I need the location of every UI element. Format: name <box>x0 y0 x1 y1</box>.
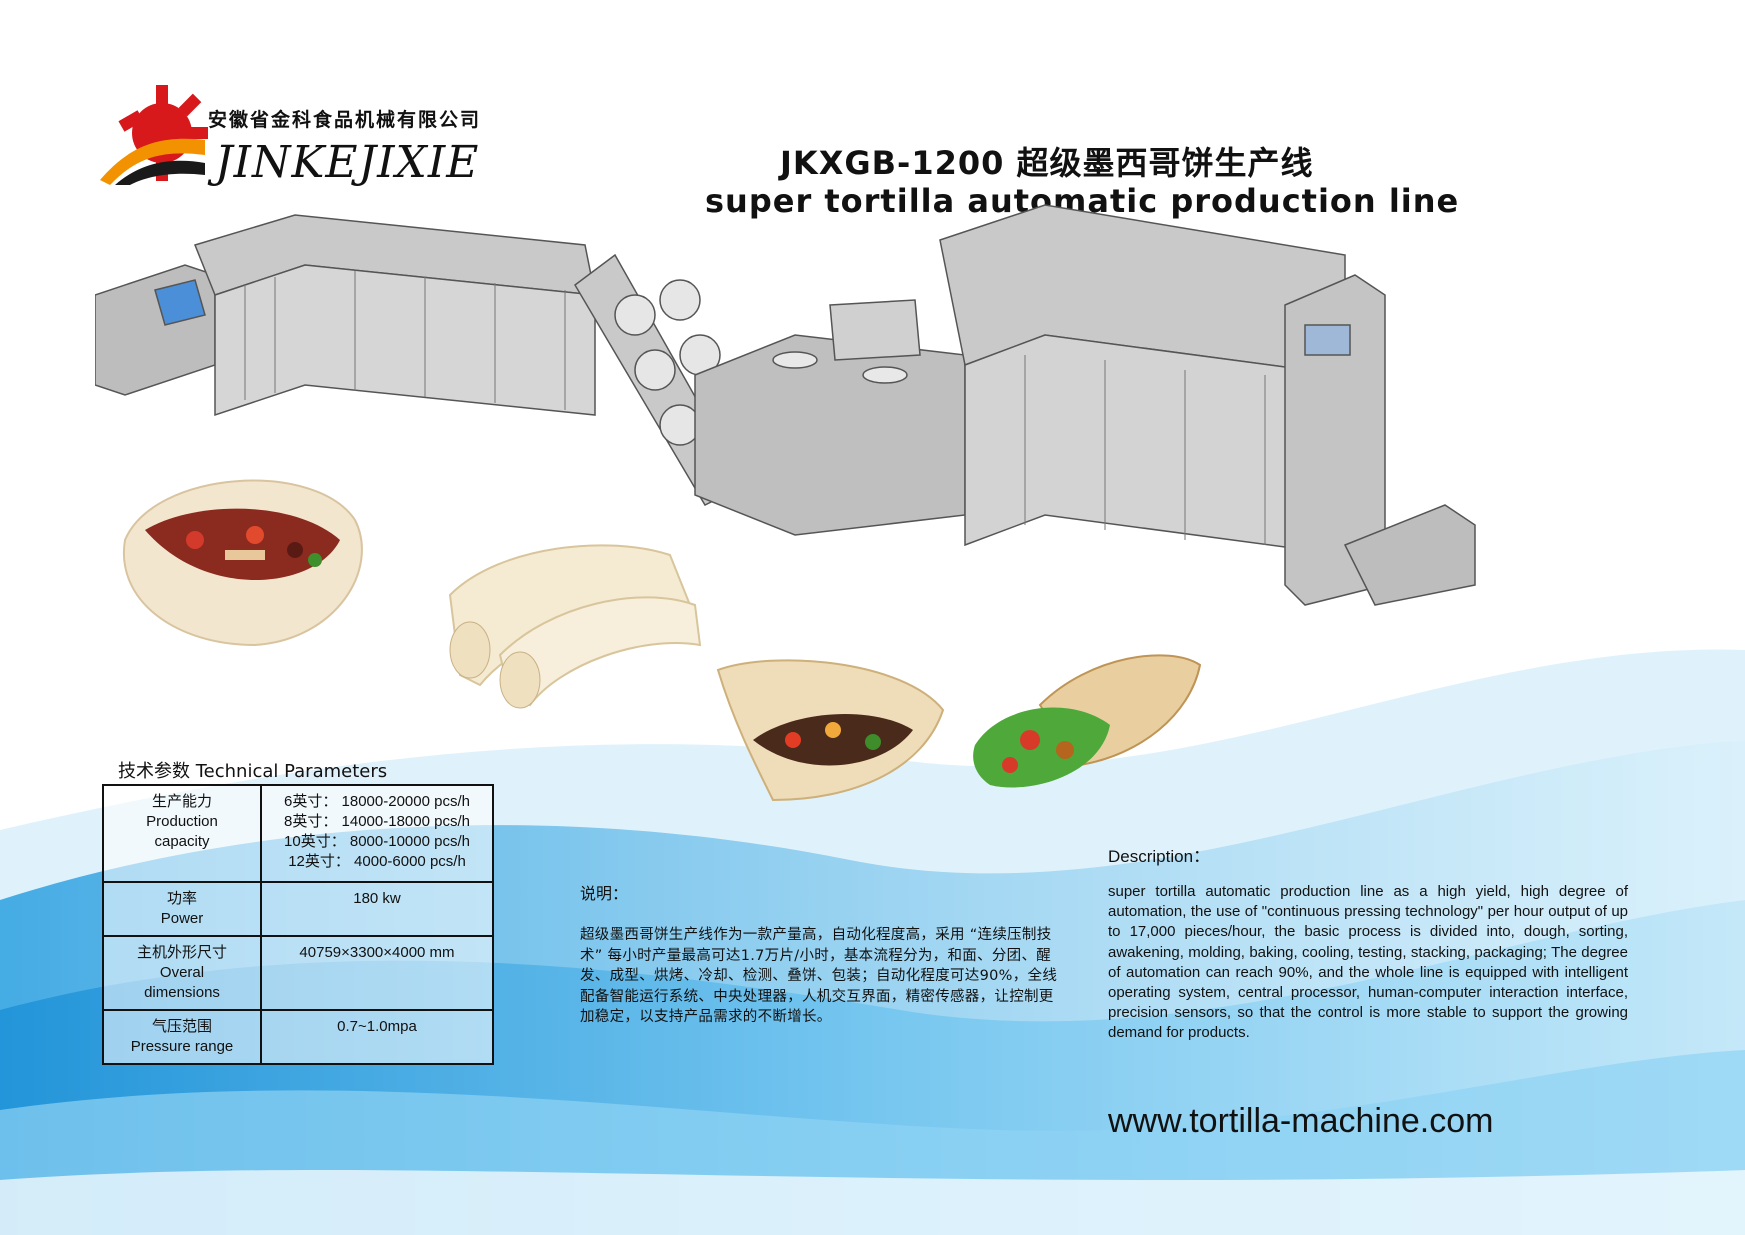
param-value: 0.7~1.0mpa <box>337 1018 417 1035</box>
param-value: 10英寸： 8000-10000 pcs/h <box>284 833 470 850</box>
param-value: 6英寸： 18000-20000 pcs/h <box>284 793 470 810</box>
param-value: 180 kw <box>353 890 401 907</box>
param-label-cn: 主机外形尺寸 <box>136 944 227 961</box>
table-row: 生产能力 Production capacity 6英寸： 18000-2000… <box>102 784 494 883</box>
company-name-cn: 安徽省金科食品机械有限公司 <box>208 109 482 131</box>
table-row: 气压范围 Pressure range 0.7~1.0mpa <box>102 1009 494 1065</box>
website-link[interactable]: www.tortilla-machine.com <box>1108 1102 1494 1140</box>
param-value: 12英寸： 4000-6000 pcs/h <box>288 853 466 870</box>
production-line-illustration <box>95 204 1476 606</box>
description-cn-heading: 说明： <box>580 884 629 903</box>
param-label-cn: 功率 <box>166 890 197 907</box>
rolled-tortilla-photo <box>448 544 702 709</box>
shawarma-photo <box>973 654 1202 788</box>
table-row: 功率 Power 180 kw <box>102 881 494 937</box>
description-cn-text: 超级墨西哥饼生产线作为一款产量高，自动化程度高，采用 “连续压制技术” 每小时产… <box>580 927 1058 1025</box>
wrap-photo <box>716 659 945 802</box>
param-label-en: Pressure range <box>130 1038 234 1055</box>
param-label-cn: 气压范围 <box>151 1018 212 1035</box>
param-label-cn: 生产能力 <box>151 793 212 810</box>
param-label-en: Production capacity <box>146 813 218 850</box>
description-en-heading: Description： <box>1108 847 1211 866</box>
param-label-en: Power <box>160 910 204 927</box>
table-row: 主机外形尺寸 Overal dimensions 40759×3300×4000… <box>102 935 494 1011</box>
taco-photo <box>122 479 363 647</box>
parameters-heading: 技术参数 Technical Parameters <box>118 761 388 782</box>
company-name-en: JINKEJIXIE <box>215 137 480 188</box>
parameters-table: 生产能力 Production capacity 6英寸： 18000-2000… <box>102 784 494 1065</box>
logo-gear-icon <box>100 85 208 185</box>
param-label-en: Overal dimensions <box>144 964 220 1001</box>
param-value: 8英寸： 14000-18000 pcs/h <box>284 813 470 830</box>
page-title-cn: JKXGB-1200 超级墨西哥饼生产线 <box>780 144 1314 182</box>
description-en-text: super tortilla automatic production line… <box>1108 883 1628 1042</box>
param-value: 40759×3300×4000 mm <box>299 944 455 961</box>
